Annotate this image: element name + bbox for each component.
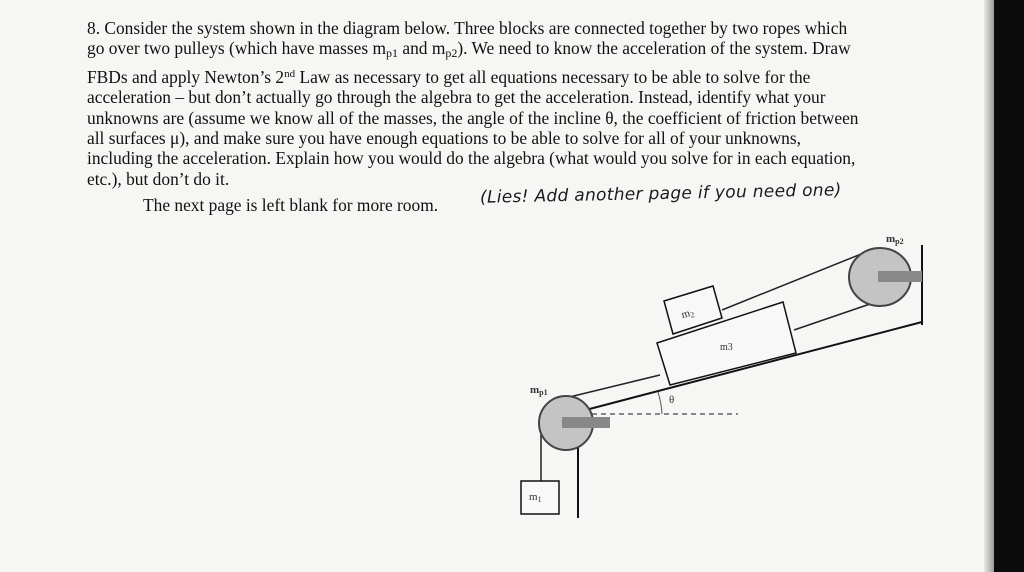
rope-m3-p2 [793, 303, 871, 331]
angle-arc [657, 391, 663, 415]
block-m3 [656, 301, 797, 386]
label-theta: θ [669, 394, 674, 406]
problem-line-5: unknowns are (assume we know all of the … [87, 107, 859, 128]
label-mp2: mp2 [886, 233, 904, 246]
paper-edge [984, 0, 994, 572]
problem-line-8: etc.), but don’t do it. [87, 168, 230, 189]
block-m1 [520, 480, 560, 515]
label-m3: m3 [720, 342, 733, 353]
problem-line-3: FBDs and apply Newton’s 2nd Law as neces… [87, 66, 811, 87]
block-m2 [663, 285, 723, 335]
label-mp1: mp1 [530, 384, 548, 397]
problem-line-6: all surfaces μ), and make sure you have … [87, 128, 801, 149]
problem-line-2: go over two pulleys (which have masses m… [87, 38, 851, 61]
paper-page [0, 0, 992, 572]
problem-statement: 8. Consider the system shown in the diag… [87, 18, 937, 189]
problem-line-7: including the acceleration. Explain how … [87, 148, 856, 169]
label-m1: m1 [529, 491, 542, 504]
pulley-p1-axle [562, 417, 610, 428]
problem-line-4: acceleration – but don’t actually go thr… [87, 87, 826, 108]
problem-line-1: 8. Consider the system shown in the diag… [87, 18, 848, 38]
incline-surface [577, 321, 923, 413]
pulley-p2-axle [878, 271, 922, 282]
next-page-note: The next page is left blank for more roo… [143, 195, 439, 215]
rope-m2-p2 [721, 247, 877, 311]
label-m2: m2 [680, 306, 695, 322]
